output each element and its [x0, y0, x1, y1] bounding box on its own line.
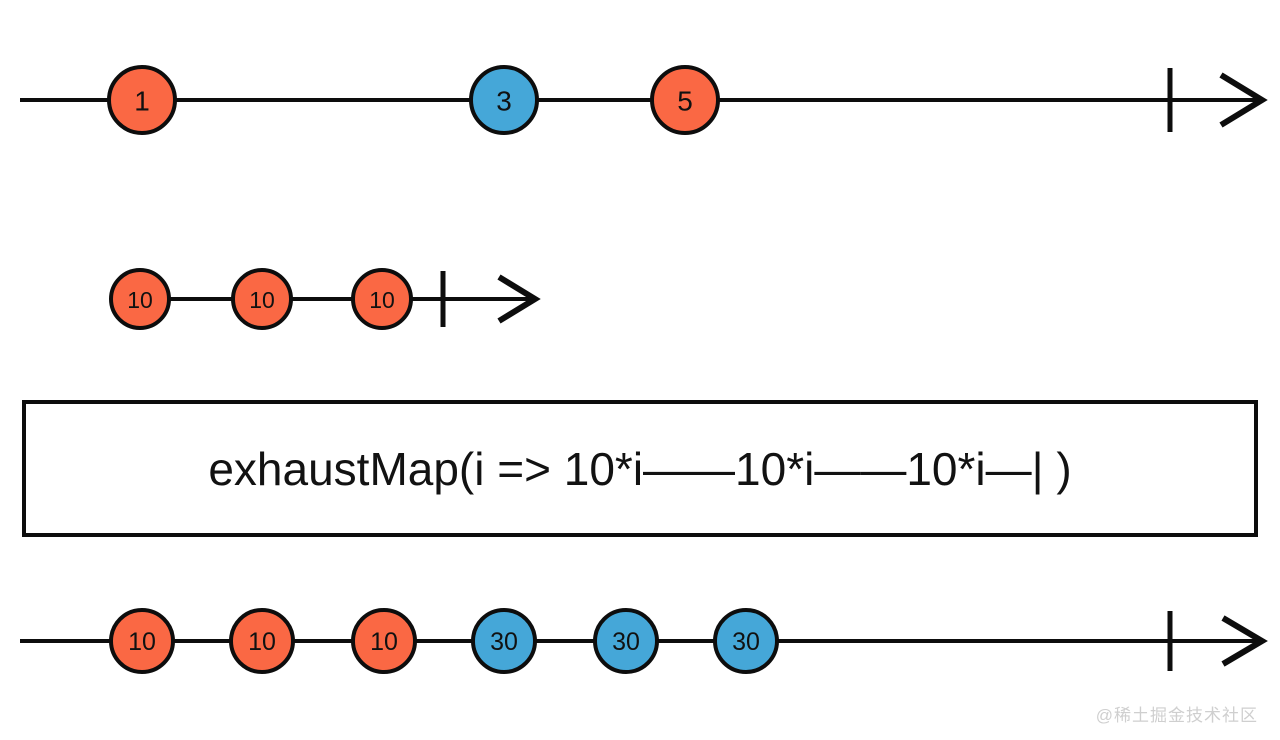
inner-marble-label: 10 [369, 287, 395, 313]
output-marble-group: 10 10 10 30 30 30 [109, 608, 779, 674]
output-marble [351, 608, 417, 674]
operator-box: exhaustMap(i => 10*i——10*i——10*i—| ) [22, 400, 1258, 537]
inner-arrow-head-icon [497, 274, 541, 324]
operator-expression-text: exhaustMap(i => 10*i——10*i——10*i—| ) [208, 442, 1072, 495]
output-marble [593, 608, 659, 674]
output-marble [109, 608, 175, 674]
inner-marble-label: 10 [249, 287, 275, 313]
inner-marble [231, 268, 293, 330]
output-marble [713, 608, 779, 674]
inner-marble [351, 268, 413, 330]
inner-marble-label: 10 [127, 287, 153, 313]
source-stream: 1 3 5 [20, 65, 1268, 135]
inner-marble-group: 10 10 10 [109, 268, 413, 330]
source-marble-group: 1 3 5 [107, 65, 720, 135]
source-marble-label: 3 [496, 86, 512, 117]
inner-stream: 10 10 10 [109, 268, 541, 330]
output-marble-label: 30 [612, 628, 640, 656]
output-marble-label: 10 [248, 628, 276, 656]
output-marble [471, 608, 537, 674]
source-marble [107, 65, 177, 135]
source-marble [650, 65, 720, 135]
output-stream: 10 10 10 30 30 30 [20, 608, 1268, 674]
output-marble-label: 10 [128, 628, 156, 656]
output-arrow-head-icon [1221, 615, 1268, 667]
source-marble [469, 65, 539, 135]
output-marble-label: 30 [732, 628, 760, 656]
watermark-label: @稀土掘金技术社区 [1095, 706, 1258, 725]
output-marble-label: 10 [370, 628, 398, 656]
output-marble-label: 30 [490, 628, 518, 656]
output-marble [229, 608, 295, 674]
source-arrow-head-icon [1219, 72, 1268, 128]
source-marble-label: 5 [677, 86, 693, 117]
source-marble-label: 1 [134, 86, 150, 117]
inner-marble [109, 268, 171, 330]
